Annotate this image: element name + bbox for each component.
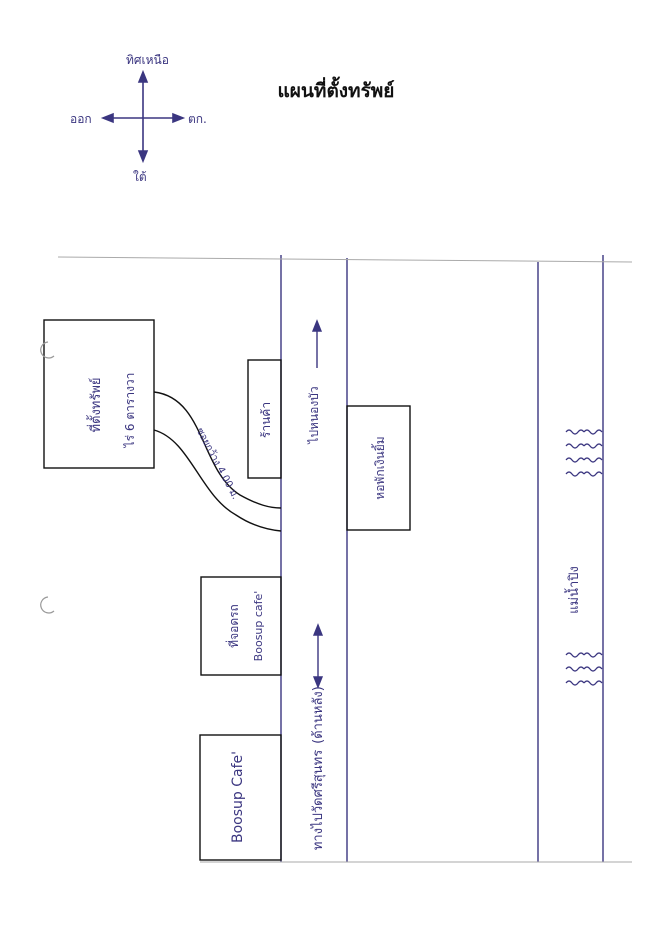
road-lower-label: ทางไปวัดศรีสุนทร: [310, 750, 326, 850]
wave-line: [565, 457, 585, 463]
compass-south-arrow: [137, 150, 149, 164]
wave-line: [583, 429, 603, 435]
alley-edge-upper: [153, 391, 282, 509]
alley-width-label: ซอยกว้าง 4.00 ม.: [194, 426, 242, 502]
property-area-label: ไร่ 6 ตารางวา: [123, 373, 137, 449]
shop-label: ร้านค้า: [259, 402, 273, 438]
shop-building: [247, 359, 282, 479]
compass-east-label: ออก: [70, 112, 92, 126]
wave-line: [583, 680, 603, 686]
wave-line: [583, 443, 603, 449]
wave-line: [565, 680, 585, 686]
compass-east-arrow: [100, 112, 114, 124]
cafe-label: Boosup Cafe': [230, 751, 246, 843]
parking-label: ที่จอดรถ: [225, 604, 241, 648]
property-label: ที่ตั้งทรัพย์: [86, 377, 104, 432]
river-label: แม่น้ำปิง: [564, 566, 582, 614]
dormitory-label: หอพักเงินยิ้ม: [371, 436, 387, 499]
compass-south-label: ใต้: [133, 170, 147, 184]
wave-line: [583, 652, 603, 658]
road-lower-arrow-head-up: [312, 623, 324, 636]
compass-west-arrow: [172, 112, 186, 124]
dormitory-building: [346, 405, 411, 531]
compass-west-label: ตก.: [188, 112, 207, 126]
map-top-border: [57, 256, 633, 263]
parking-lot: [200, 576, 282, 676]
wave-symbols-upper: [565, 429, 603, 477]
parking-cafe-label: Boosup cafe': [252, 591, 265, 662]
road-upper-label: ไปหนองบัว: [307, 386, 321, 444]
wave-line: [583, 471, 603, 477]
wave-line: [583, 457, 603, 463]
road-lower-note: (ด้านหลัง): [311, 686, 326, 744]
hole-punch-mark: [40, 341, 55, 359]
wave-line: [565, 471, 585, 477]
compass-north-arrow: [137, 69, 149, 83]
wave-line: [565, 652, 585, 658]
wave-line: [565, 429, 585, 435]
alley-edge-lower: [153, 429, 282, 532]
page-title: แผนที่ตั้งทรัพย์: [277, 80, 395, 102]
wave-line: [565, 666, 585, 672]
compass-north-label: ทิศเหนือ: [126, 53, 169, 67]
compass-rose: [100, 69, 186, 164]
property-plot: [43, 319, 155, 469]
road-lower-arrow-head-down: [312, 676, 324, 689]
wave-line: [565, 443, 585, 449]
road-upper-arrow-head: [311, 319, 323, 332]
wave-symbols-lower: [565, 652, 603, 686]
cafe-building: [199, 734, 282, 861]
hole-punch-mark: [40, 596, 55, 614]
wave-line: [583, 666, 603, 672]
